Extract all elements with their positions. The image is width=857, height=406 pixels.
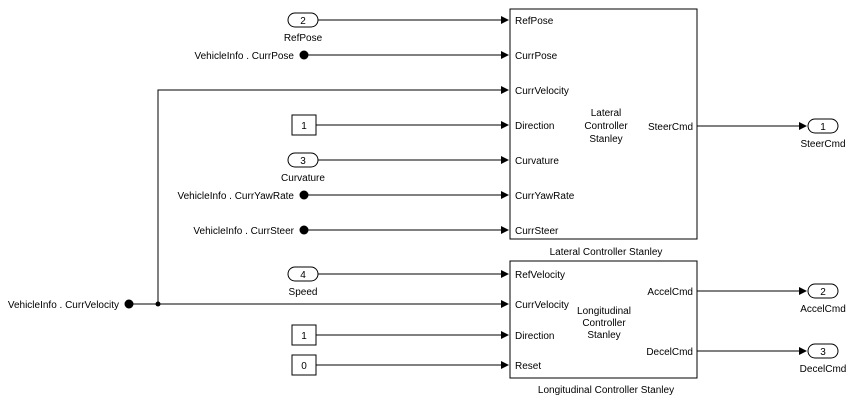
bus-label-currvelocity: VehicleInfo . CurrVelocity (8, 300, 119, 311)
bus-label-currpose: VehicleInfo . CurrPose (195, 51, 295, 62)
lateral-input-currvelocity: CurrVelocity (515, 86, 569, 97)
outport-steercmd[interactable]: 1 SteerCmd (800, 118, 846, 150)
outport-accelcmd[interactable]: 2 AccelCmd (800, 283, 846, 315)
inport-speed[interactable]: 4 Speed (287, 266, 319, 298)
lateral-input-currpose: CurrPose (515, 51, 558, 62)
lateral-controller-block[interactable] (509, 8, 698, 240)
longitudinal-output-decelcmd: DecelCmd (646, 347, 693, 358)
outport-accelcmd-number: 2 (820, 287, 826, 298)
inport-refpose-label: RefPose (284, 33, 323, 44)
longitudinal-input-currvelocity: CurrVelocity (515, 300, 569, 311)
outport-steercmd-label: SteerCmd (800, 139, 845, 150)
outport-decelcmd-label: DecelCmd (800, 364, 847, 375)
outport-decelcmd-number: 3 (820, 347, 826, 358)
inport-curvature[interactable]: 3 Curvature (281, 152, 325, 184)
constant-direction-longitudinal[interactable]: 1 (291, 324, 317, 346)
lateral-center-line-2: Controller (584, 121, 628, 132)
longitudinal-output-accelcmd: AccelCmd (647, 287, 693, 298)
longitudinal-center-line-2: Controller (582, 318, 626, 329)
outport-accelcmd-label: AccelCmd (800, 304, 846, 315)
lateral-input-curvature: Curvature (515, 156, 559, 167)
bus-dot-currvelocity[interactable] (124, 299, 134, 309)
inport-refpose-number: 2 (300, 16, 306, 27)
inport-curvature-label: Curvature (281, 173, 325, 184)
bus-label-curryawrate: VehicleInfo . CurrYawRate (177, 191, 294, 202)
inport-refpose[interactable]: 2 RefPose (284, 12, 323, 44)
longitudinal-input-reset: Reset (515, 361, 541, 372)
lateral-center-line-3: Stanley (589, 134, 622, 145)
bus-dot-currsteer[interactable] (299, 225, 309, 235)
constant-direction-lateral[interactable]: 1 (291, 114, 317, 136)
longitudinal-block-caption: Longitudinal Controller Stanley (538, 385, 674, 396)
bus-dot-curryawrate[interactable] (299, 190, 309, 200)
bus-dot-currpose[interactable] (299, 50, 309, 60)
lateral-center-line-1: Lateral (591, 108, 622, 119)
inport-speed-label: Speed (289, 287, 318, 298)
bus-label-currsteer: VehicleInfo . CurrSteer (193, 226, 294, 237)
constant-direction-lateral-value: 1 (301, 121, 307, 132)
outport-decelcmd[interactable]: 3 DecelCmd (800, 343, 847, 375)
constant-direction-longitudinal-value: 1 (301, 331, 307, 342)
longitudinal-input-direction: Direction (515, 331, 554, 342)
lateral-block-caption: Lateral Controller Stanley (550, 247, 663, 258)
lateral-input-direction: Direction (515, 121, 554, 132)
lateral-input-currsteer: CurrSteer (515, 226, 559, 237)
lateral-output-steercmd: SteerCmd (648, 122, 693, 133)
longitudinal-center-line-3: Stanley (587, 330, 620, 341)
longitudinal-input-refvelocity: RefVelocity (515, 270, 565, 281)
longitudinal-center-line-1: Longitudinal (577, 306, 631, 317)
longitudinal-controller-block[interactable] (509, 260, 698, 379)
constant-reset[interactable]: 0 (291, 354, 317, 376)
wire-currvelocity-lateral[interactable] (157, 86, 509, 304)
constant-reset-value: 0 (301, 361, 307, 372)
branch-point (155, 301, 161, 307)
lateral-input-refpose: RefPose (515, 16, 554, 27)
outport-steercmd-number: 1 (820, 122, 826, 133)
lateral-input-curryawrate: CurrYawRate (515, 191, 575, 202)
inport-curvature-number: 3 (300, 156, 306, 167)
inport-speed-number: 4 (300, 270, 306, 281)
